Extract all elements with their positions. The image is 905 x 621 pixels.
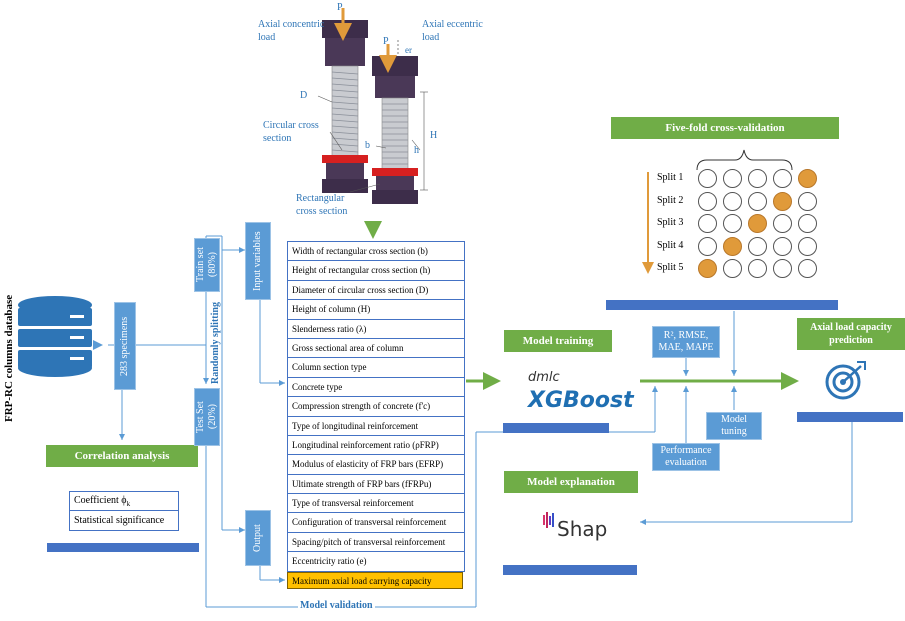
circular-column-illustration xyxy=(322,8,368,193)
variable-row: Slenderness ratio (λ) xyxy=(288,320,464,339)
variable-row: Gross sectional area of column xyxy=(288,339,464,359)
variable-row: Eccentricity ratio (e) xyxy=(288,552,464,572)
variable-row: Spacing/pitch of transversal reinforceme… xyxy=(288,533,464,553)
variable-row: Height of rectangular cross section (h) xyxy=(288,261,464,281)
specimens-box: 283 specimens xyxy=(114,302,136,390)
er-label: er xyxy=(405,45,412,55)
coefficient-subscript: k xyxy=(126,500,131,508)
output-variable: Maximum axial load carrying capacity xyxy=(287,572,463,589)
cv-bar xyxy=(606,300,838,310)
xgboost-small-label: dmlc xyxy=(528,370,560,385)
test-set-box: Test Set (20%) xyxy=(194,388,220,446)
coefficient-row: Coefficient ϕk xyxy=(70,492,178,511)
correlation-bar xyxy=(47,543,199,552)
shap-logo: Shap xyxy=(557,517,608,541)
database-icon xyxy=(18,296,92,377)
variable-row: Height of column (H) xyxy=(288,300,464,320)
prediction-title: Axial load capacity prediction xyxy=(797,318,905,350)
variable-row: Ultimate strength of FRP bars (fFRPu) xyxy=(288,475,464,495)
axial-concentric-label: Axial concentric load xyxy=(258,19,325,43)
randomly-splitting-label: Randomly splitting xyxy=(210,302,221,384)
H-label: H xyxy=(430,130,438,141)
variable-row: Type of transversal reinforcement xyxy=(288,494,464,514)
train-set-box: Train set (80%) xyxy=(194,238,220,292)
training-bar xyxy=(503,423,609,433)
variable-row: Compression strength of concrete (f'c) xyxy=(288,397,464,417)
variable-row: Width of rectangular cross section (b) xyxy=(288,241,464,262)
coefficient-label: Coefficient ϕ xyxy=(74,495,127,506)
d-label: D xyxy=(300,90,308,101)
circular-section-label: Circular cross section xyxy=(263,120,319,144)
model-validation-label: Model validation xyxy=(298,600,375,612)
model-tuning-box: Model tuning xyxy=(706,412,762,440)
variable-row: Longitudinal reinforcement ratio (ρFRP) xyxy=(288,436,464,456)
metrics-box: R², RMSE, MAE, MAPE xyxy=(652,326,720,358)
correlation-analysis: Correlation analysis xyxy=(46,445,198,467)
variable-row: Modulus of elasticity of FRP bars (EFRP) xyxy=(288,455,464,475)
rectangular-section-label: Rectangular cross section xyxy=(296,193,348,217)
variable-row: Column section type xyxy=(288,358,464,378)
variable-row: Configuration of transversal reinforceme… xyxy=(288,513,464,533)
target-icon xyxy=(825,361,866,400)
shap-icon xyxy=(543,512,554,528)
input-variables-box: Input variables xyxy=(245,222,271,300)
load-p-eccentric: P xyxy=(383,36,389,47)
variable-row: Concrete type xyxy=(288,378,464,398)
h-label: h xyxy=(414,145,419,156)
performance-evaluation-box: Performance evaluation xyxy=(652,443,720,471)
output-box: Output xyxy=(245,510,271,566)
prediction-bar xyxy=(797,412,903,422)
xgboost-logo: XGBoost xyxy=(528,388,634,413)
rectangular-column-illustration xyxy=(372,40,428,204)
correlation-table: Coefficient ϕk Statistical significance xyxy=(69,491,179,531)
model-explanation-title: Model explanation xyxy=(504,471,638,493)
variable-row: Type of longitudinal reinforcement xyxy=(288,417,464,436)
load-p-concentric: P xyxy=(337,2,343,13)
database-title: FRP-RC columns database xyxy=(3,294,15,422)
explanation-bar xyxy=(503,565,637,575)
variable-row: Diameter of circular cross section (D) xyxy=(288,281,464,301)
b-label: b xyxy=(365,140,370,151)
cross-validation-title: Five-fold cross-validation xyxy=(611,117,839,139)
significance-row: Statistical significance xyxy=(74,515,165,526)
model-training-title: Model training xyxy=(504,330,612,352)
axial-eccentric-label: Axial eccentric load xyxy=(422,19,483,43)
input-variables-table: Width of rectangular cross section (b)He… xyxy=(287,241,465,572)
